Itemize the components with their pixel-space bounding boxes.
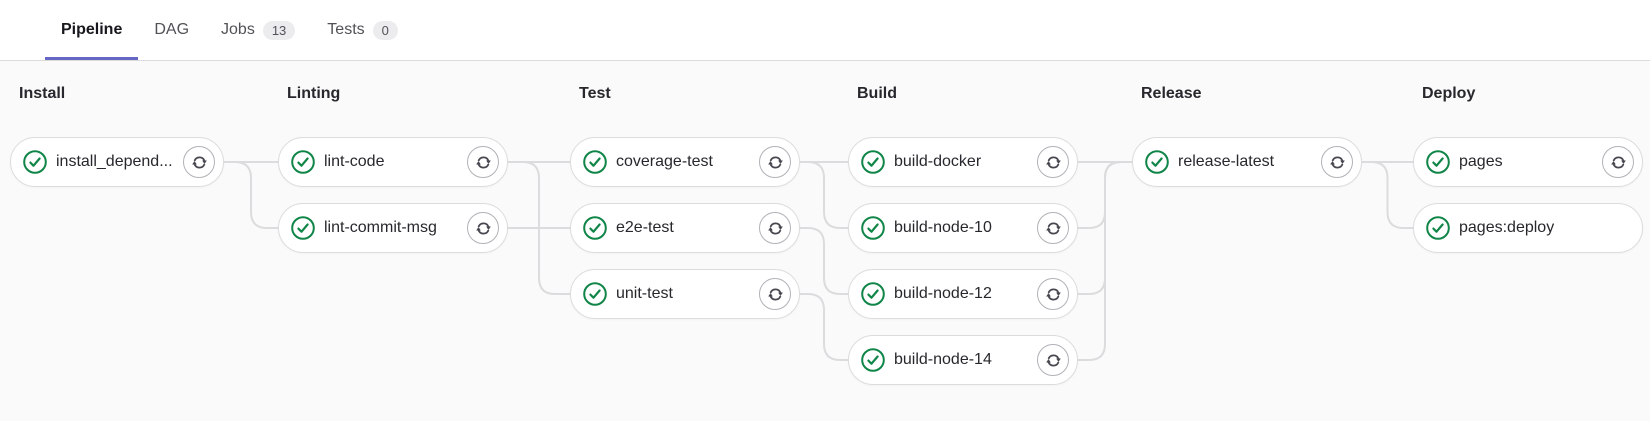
job-name: build-docker [894, 153, 982, 170]
job-pill[interactable]: coverage-test [570, 137, 800, 187]
status-success-icon [291, 150, 315, 174]
tab-dag[interactable]: DAG [138, 0, 205, 60]
job-pill[interactable]: build-node-10 [848, 203, 1078, 253]
stage-title: Deploy [1422, 85, 1476, 102]
status-success-icon [861, 282, 885, 306]
job-name: build-node-12 [894, 285, 992, 302]
status-success-icon [583, 150, 607, 174]
retry-job-button[interactable] [183, 146, 215, 178]
stage-title: Test [579, 85, 611, 102]
status-success-icon [1145, 150, 1169, 174]
job-name: pages [1459, 153, 1503, 170]
job-name: pages:deploy [1459, 219, 1555, 236]
retry-job-button[interactable] [759, 146, 791, 178]
job-name: install_depend... [56, 153, 173, 170]
retry-icon [1045, 288, 1061, 300]
job-name: lint-code [324, 153, 385, 170]
job-pill[interactable]: lint-code [278, 137, 508, 187]
retry-job-button[interactable] [1037, 146, 1069, 178]
retry-job-button[interactable] [1037, 212, 1069, 244]
retry-job-button[interactable] [1037, 278, 1069, 310]
retry-icon [767, 288, 783, 300]
pipeline-link [1362, 161, 1413, 229]
retry-job-button[interactable] [759, 278, 791, 310]
job-pill[interactable]: build-node-14 [848, 335, 1078, 385]
pipeline-link [800, 293, 848, 361]
tab-count-badge: 13 [262, 20, 296, 40]
job-pill[interactable]: build-node-12 [848, 269, 1078, 319]
retry-icon [191, 156, 207, 168]
retry-icon [767, 222, 783, 234]
pipeline-link [224, 161, 278, 229]
stage-title: Linting [287, 85, 341, 102]
retry-job-button[interactable] [1037, 344, 1069, 376]
job-pill[interactable]: e2e-test [570, 203, 800, 253]
status-success-icon [861, 348, 885, 372]
tab-pipeline[interactable]: Pipeline [45, 0, 138, 60]
retry-icon [1329, 156, 1345, 168]
retry-icon [1610, 156, 1626, 168]
stage-title: Install [19, 85, 66, 102]
tab-label: Pipeline [61, 21, 123, 38]
tab-label: DAG [154, 21, 190, 38]
status-success-icon [861, 216, 885, 240]
status-success-icon [1426, 216, 1450, 240]
status-success-icon [1426, 150, 1450, 174]
stage-title: Build [857, 85, 897, 102]
status-success-icon [861, 150, 885, 174]
retry-icon [1045, 354, 1061, 366]
retry-job-button[interactable] [467, 146, 499, 178]
status-success-icon [583, 216, 607, 240]
retry-icon [1045, 222, 1061, 234]
tab-count-badge: 0 [372, 20, 398, 40]
retry-job-button[interactable] [1321, 146, 1353, 178]
job-name: release-latest [1178, 153, 1275, 170]
retry-icon [1045, 156, 1061, 168]
job-pill[interactable]: lint-commit-msg [278, 203, 508, 253]
tab-tests[interactable]: Tests 0 [311, 0, 414, 60]
tab-label: Tests [327, 21, 365, 38]
job-name: e2e-test [616, 219, 674, 236]
retry-icon [475, 222, 491, 234]
pipeline-link [1078, 161, 1132, 361]
status-success-icon [583, 282, 607, 306]
job-name: build-node-14 [894, 351, 992, 368]
retry-icon [475, 156, 491, 168]
pipeline-link [800, 227, 848, 295]
job-pill[interactable]: pages:deploy [1413, 203, 1643, 253]
retry-job-button[interactable] [759, 212, 791, 244]
pipeline-link [508, 161, 570, 295]
job-name: coverage-test [616, 153, 713, 170]
tab-jobs[interactable]: Jobs 13 [205, 0, 311, 60]
job-name: unit-test [616, 285, 673, 302]
retry-icon [767, 156, 783, 168]
tab-label: Jobs [221, 21, 255, 38]
status-success-icon [23, 150, 47, 174]
pipeline-link [800, 161, 848, 229]
job-pill[interactable]: build-docker [848, 137, 1078, 187]
job-pill[interactable]: pages [1413, 137, 1643, 187]
job-name: build-node-10 [894, 219, 992, 236]
pipeline-links-svg [224, 161, 1413, 361]
pipeline-graph: Install install_depend... Linting lint-c… [0, 61, 1650, 421]
job-pill[interactable]: install_depend... [10, 137, 224, 187]
stage-title: Release [1141, 85, 1202, 102]
pipeline-tab-bar: Pipeline DAG Jobs 13 Tests 0 [0, 0, 1650, 61]
job-pill[interactable]: release-latest [1132, 137, 1362, 187]
job-name: lint-commit-msg [324, 219, 437, 236]
status-success-icon [291, 216, 315, 240]
job-pill[interactable]: unit-test [570, 269, 800, 319]
retry-job-button[interactable] [467, 212, 499, 244]
retry-job-button[interactable] [1602, 146, 1634, 178]
